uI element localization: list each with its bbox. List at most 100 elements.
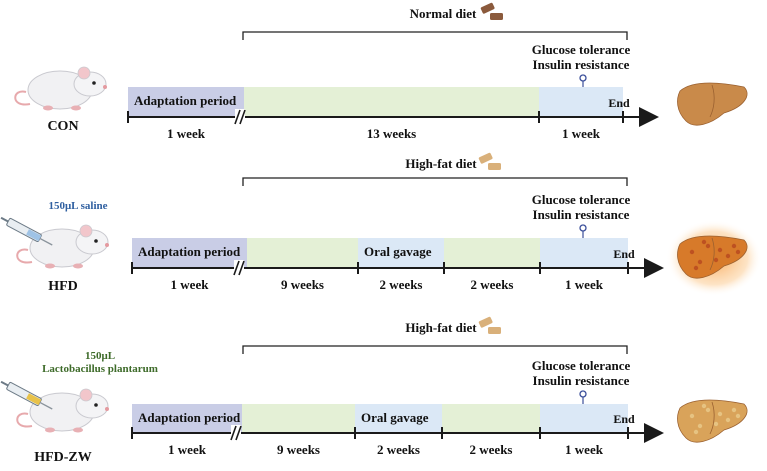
syringe-plunger <box>0 380 9 387</box>
phase-box-2-0 <box>132 404 242 433</box>
liver-spot <box>725 253 731 259</box>
phase-box-0-0 <box>128 87 244 117</box>
mouse-nose <box>103 85 107 89</box>
diet-label: High-fat diet <box>405 156 477 171</box>
syringe-icon <box>0 216 53 246</box>
phase-box-1-2 <box>358 238 444 268</box>
axis-break-gap <box>234 260 244 276</box>
mouse-icon <box>14 66 107 111</box>
group-name: HFD-ZW <box>34 450 92 465</box>
food-pellet-icon <box>488 163 501 170</box>
syringe-icon <box>0 380 53 410</box>
duration-label: 2 weeks <box>470 442 513 457</box>
phase-box-1-4 <box>540 238 628 268</box>
end-label: End <box>613 247 635 261</box>
axis-break-mark <box>238 260 245 276</box>
axis-break-mark <box>234 109 241 125</box>
phase-box-0-2 <box>539 87 623 117</box>
liver-spot <box>693 429 699 435</box>
axis-break-mark <box>230 425 237 441</box>
phase-box-2-2 <box>355 404 442 433</box>
syringe-needle <box>39 237 53 246</box>
axis-break-mark <box>239 109 246 125</box>
liver-spot <box>735 413 741 419</box>
mouse-foot <box>43 105 53 111</box>
measurement-glucose-tolerance: Glucose tolerance <box>532 192 631 207</box>
axis-break-gap <box>231 425 241 441</box>
liver-spot <box>701 403 707 409</box>
mouse-eye <box>94 239 98 243</box>
diet-bracket <box>242 177 628 186</box>
liver-icon <box>677 399 748 443</box>
food-pellet-icon <box>480 2 495 14</box>
liver-lobe-line <box>709 84 715 118</box>
food-pellet-icon <box>478 316 493 328</box>
liver-lobe-line <box>709 401 715 435</box>
diet-bracket <box>242 31 628 40</box>
mouse-tail <box>16 248 33 264</box>
mouse-icon <box>16 224 109 269</box>
measurement-pin-head-icon <box>579 74 587 82</box>
measurement-insulin-resistance: Insulin resistance <box>533 57 630 72</box>
mouse-eye <box>92 81 96 85</box>
duration-label: 13 weeks <box>367 126 416 141</box>
syringe-liquid <box>26 229 42 242</box>
liver-spot <box>689 413 695 419</box>
phase-box-0-1 <box>244 87 539 117</box>
liver-spot <box>735 249 741 255</box>
measurement-pin-head-icon <box>579 224 587 232</box>
mouse-nose <box>105 407 109 411</box>
diet-label: Normal diet <box>410 6 477 21</box>
liver-icon <box>666 220 762 296</box>
mouse-foot <box>45 427 55 433</box>
liver-spot <box>697 259 703 265</box>
liver-spot <box>697 423 703 429</box>
treatment-label: 150μL <box>85 350 115 362</box>
mouse-ear <box>79 224 93 238</box>
phase-box-2-4 <box>540 404 628 433</box>
food-pellet-icon <box>478 152 493 164</box>
measurement-insulin-resistance: Insulin resistance <box>533 373 630 388</box>
liver-spot <box>713 257 719 263</box>
mouse-eye <box>94 403 98 407</box>
treatment-label: 150μL saline <box>48 200 107 212</box>
mouse-foot <box>71 105 81 111</box>
phase-box-1-1 <box>247 238 358 268</box>
duration-label: 2 weeks <box>380 277 423 292</box>
liver-spot <box>701 239 707 245</box>
syringe-plunger <box>0 216 9 223</box>
liver-icon <box>677 82 748 126</box>
mouse-foot <box>73 427 83 433</box>
liver-spot <box>693 265 699 271</box>
liver-spot <box>717 411 723 417</box>
mouse-foot <box>45 263 55 269</box>
liver-shape <box>677 399 748 443</box>
phase-label: Oral gavage <box>364 244 432 259</box>
axis-break-gap <box>235 109 245 125</box>
duration-label: 1 week <box>565 277 604 292</box>
duration-label: 9 weeks <box>281 277 324 292</box>
liver-spot <box>731 243 737 249</box>
mouse-ear <box>77 66 91 80</box>
phase-label: Oral gavage <box>361 410 429 425</box>
mouse-tail <box>14 90 31 106</box>
duration-label: 1 week <box>171 277 210 292</box>
liver-spot <box>705 243 711 249</box>
measurement-glucose-tolerance: Glucose tolerance <box>532 42 631 57</box>
end-label: End <box>608 96 630 110</box>
phase-label: Adaptation period <box>138 244 241 259</box>
mouse-tail <box>16 412 33 428</box>
food-pellet-icon <box>490 13 503 20</box>
liver-spot <box>705 407 711 413</box>
diet-label: High-fat diet <box>405 320 477 335</box>
syringe-liquid <box>26 393 42 406</box>
liver-spot <box>725 417 731 423</box>
liver-shape <box>677 82 748 126</box>
end-label: End <box>613 412 635 426</box>
duration-label: 1 week <box>167 126 206 141</box>
duration-label: 2 weeks <box>471 277 514 292</box>
group-name: CON <box>47 119 78 134</box>
phase-box-2-3 <box>442 404 540 433</box>
measurement-insulin-resistance: Insulin resistance <box>533 207 630 222</box>
